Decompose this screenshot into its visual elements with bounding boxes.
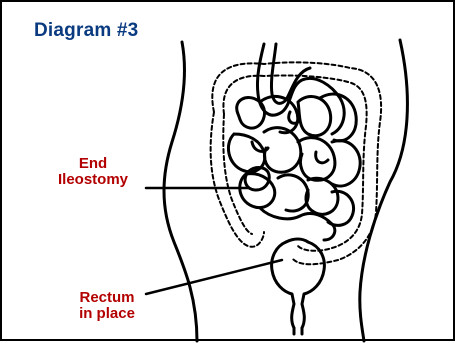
rectum-line1: Rectum xyxy=(62,290,152,306)
rectum-top xyxy=(286,239,308,242)
end-ileostomy-label: End Ileostomy xyxy=(38,156,148,188)
end-ileostomy-line1: End xyxy=(38,156,148,172)
rectum-label: Rectum in place xyxy=(62,290,152,322)
rectum-outline xyxy=(272,242,325,328)
anal-canal xyxy=(294,328,302,334)
rectum-line2: in place xyxy=(62,306,152,322)
torso-right-outline xyxy=(360,40,408,341)
small-intestine xyxy=(228,94,360,240)
torso-left-outline xyxy=(164,42,197,341)
end-ileostomy-line2: Ileostomy xyxy=(38,172,148,188)
rectum-leader xyxy=(146,260,282,294)
